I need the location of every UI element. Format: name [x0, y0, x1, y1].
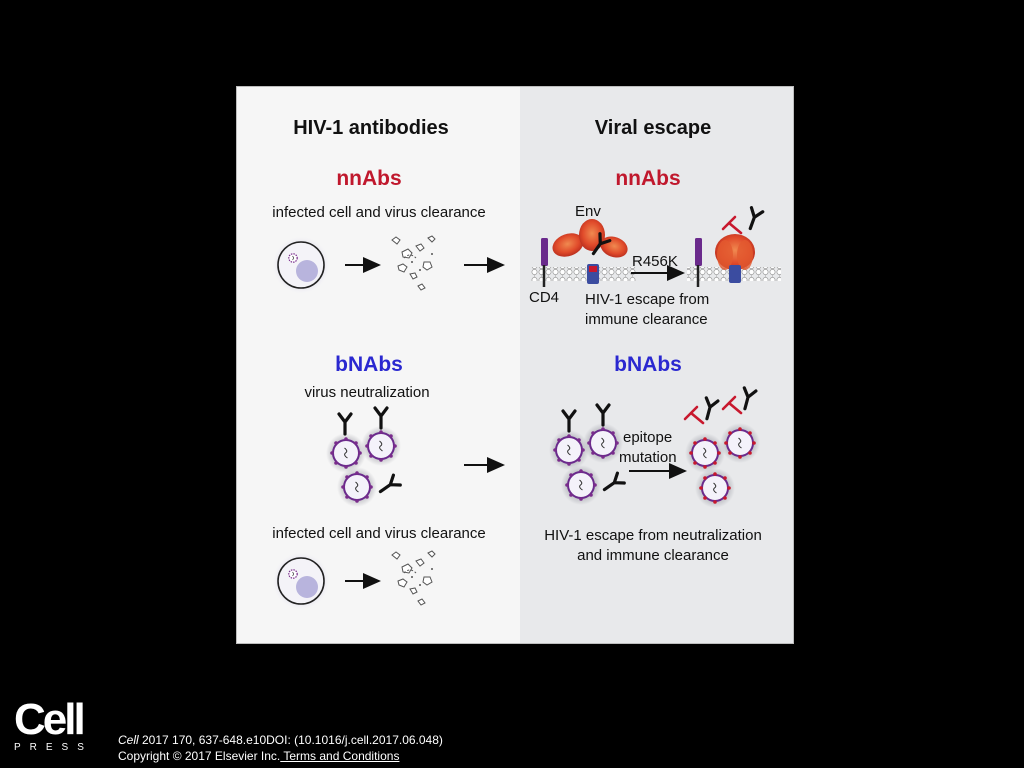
terms-link[interactable]: Terms and Conditions [280, 749, 400, 763]
virion-icon [325, 432, 367, 474]
antibody-icon [373, 406, 389, 430]
virion-icon [548, 429, 590, 471]
virus-neutralization-caption: virus neutralization [304, 384, 430, 401]
membrane-icon [531, 267, 636, 281]
mutation-label: R456K [632, 253, 678, 270]
env-trimer-icon [552, 219, 628, 258]
escaped-virion-icon [694, 467, 736, 509]
antibody-icon [561, 409, 577, 433]
inhibition-icon [721, 395, 743, 415]
antibody-icon [599, 471, 626, 497]
env-label: Env [575, 203, 601, 220]
escaped-virion-icon [684, 432, 726, 474]
nnabs-label-right: nnAbs [615, 167, 681, 190]
virion-icon [360, 425, 402, 467]
virion-icon [336, 466, 378, 508]
antibody-icon [595, 403, 611, 427]
copyright-text: Copyright © 2017 Elsevier Inc. [118, 749, 281, 763]
cd4-label: CD4 [529, 289, 560, 306]
bnabs-label-right: bNAbs [614, 353, 682, 376]
clearance-caption-top: infected cell and virus clearance [272, 204, 486, 221]
antibody-icon [337, 412, 353, 436]
figure-illustration [270, 206, 781, 612]
clearance-caption-bottom: infected cell and virus clearance [272, 525, 486, 542]
cd4-receptor-icon [695, 238, 702, 266]
escape-neutral-line2: and immune clearance [577, 547, 729, 564]
antibody-icon [737, 386, 758, 412]
antibody-icon [699, 396, 720, 422]
journal-name: Cell [118, 733, 139, 747]
epitope-label-line1: epitope [623, 429, 673, 446]
bnabs-label-left: bNAbs [335, 353, 403, 376]
cd4-receptor-icon [541, 238, 548, 266]
figure-panel: HIV-1 antibodies Viral escape nnAbs nnAb… [236, 86, 794, 644]
escape-neutral-line1: HIV-1 escape from neutralization [544, 527, 762, 544]
right-column-header: Viral escape [594, 117, 712, 139]
infected-cell-icon-bottom [270, 550, 332, 612]
nnabs-label-left: nnAbs [336, 167, 402, 190]
escape-immune-line1: HIV-1 escape from [585, 291, 710, 308]
citation-text: 2017 170, 637-648.e10DOI: (10.1016/j.cel… [138, 733, 443, 747]
inhibition-icon [721, 215, 743, 235]
cell-press-logo: Cell PRESS [14, 695, 93, 754]
virion-icon [582, 422, 624, 464]
antibody-icon [375, 473, 402, 499]
antibody-icon [743, 206, 765, 233]
citation-line: Cell 2017 170, 637-648.e10DOI: (10.1016/… [118, 733, 443, 747]
escaped-virion-icon [719, 422, 761, 464]
epitope-label-line2: mutation [619, 449, 677, 466]
infected-cell-icon-top [270, 234, 332, 296]
inhibition-icon [683, 405, 705, 425]
escape-immune-line2: immune clearance [585, 311, 708, 328]
copyright-line: Copyright © 2017 Elsevier Inc. Terms and… [118, 749, 399, 763]
virus-debris-icon-bottom [391, 550, 436, 606]
viral-escape-background [520, 87, 793, 643]
virion-icon [560, 464, 602, 506]
closed-env-trimer-icon [715, 234, 755, 270]
virus-debris-icon-top [391, 235, 436, 291]
left-column-header: HIV-1 antibodies [293, 117, 449, 139]
